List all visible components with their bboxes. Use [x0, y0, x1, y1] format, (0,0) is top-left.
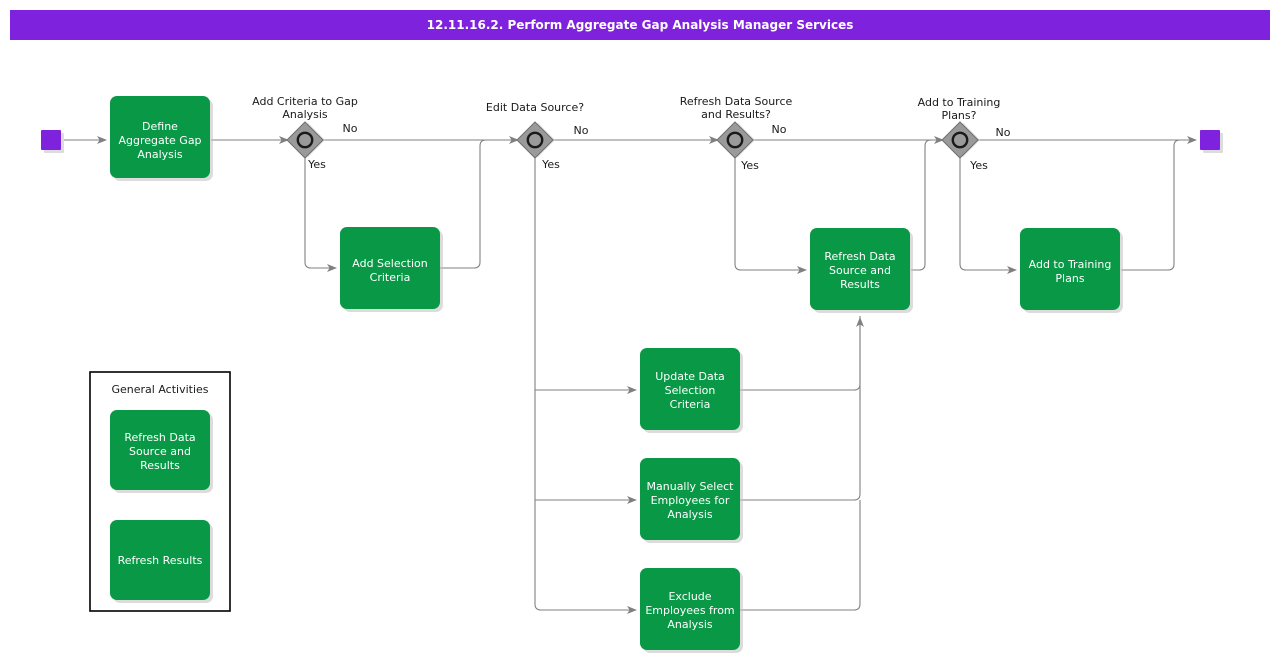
task-exclude-employees[interactable]: Exclude Employees from Analysis: [640, 568, 743, 653]
gateway-label-line: Add Criteria to Gap: [252, 95, 358, 108]
edge-gw4-yes: [959, 157, 1017, 274]
edge-gw1-yes: [304, 157, 337, 272]
task-label-line: Analysis: [667, 618, 713, 631]
edge-exclude-to-merge: [740, 500, 861, 611]
task-label-line: Add to Training: [1029, 258, 1112, 271]
edge-gw2-yes-trunk: [534, 157, 637, 614]
legend-title: General Activities: [111, 383, 208, 396]
start-event[interactable]: [41, 130, 64, 153]
edge-training-return: [1121, 139, 1196, 271]
gateway-branch-no: No: [343, 122, 358, 135]
gateway-label-line: Edit Data Source?: [486, 101, 584, 114]
gateway-branch-yes: Yes: [307, 158, 326, 171]
task-define-aggregate-gap-analysis[interactable]: Define Aggregate Gap Analysis: [110, 96, 213, 181]
gateway-label-line: Add to Training: [918, 96, 1001, 109]
task-label-line: Selection: [665, 384, 716, 397]
edge-manual-to-merge: [740, 390, 861, 501]
legend-item-label-line: Source and: [129, 445, 191, 458]
legend-item-refresh-results[interactable]: Refresh Results: [110, 520, 213, 603]
edge-update-to-merge: [740, 316, 861, 391]
task-update-data-selection-criteria[interactable]: Update Data Selection Criteria: [640, 348, 743, 433]
connector-layer: [64, 136, 1197, 614]
legend-item-label-line: Results: [140, 459, 180, 472]
task-label-line: Define: [142, 120, 178, 133]
task-label-line: Criteria: [370, 271, 411, 284]
task-add-to-training-plans[interactable]: Add to Training Plans: [1020, 228, 1123, 313]
gateway-label-line: Plans?: [942, 109, 977, 122]
gateway-branch-no: No: [574, 124, 589, 137]
task-label-line: Manually Select: [647, 480, 735, 493]
diagram-title-bar: 12.11.16.2. Perform Aggregate Gap Analys…: [10, 10, 1270, 40]
task-label-line: Analysis: [137, 148, 183, 161]
task-label-line: Employees for: [651, 494, 730, 507]
task-label-line: Refresh Data: [824, 250, 895, 263]
task-add-selection-criteria[interactable]: Add Selection Criteria: [340, 227, 443, 312]
legend-general-activities: General Activities Refresh Data Source a…: [89, 371, 231, 612]
gateway-refresh-data-source-and-results[interactable]: Refresh Data Source and Results? No Yes: [680, 95, 793, 172]
edge-refresh-return: [911, 139, 943, 271]
gateway-add-criteria-to-gap-analysis[interactable]: Add Criteria to Gap Analysis No Yes: [252, 95, 358, 171]
gateway-branch-no: No: [772, 123, 787, 136]
task-label-line: Results: [840, 278, 880, 291]
gateway-branch-yes: Yes: [969, 159, 988, 172]
legend-item-label-line: Refresh Results: [118, 554, 203, 567]
gateway-branch-yes: Yes: [740, 159, 759, 172]
gateway-branch-yes: Yes: [541, 158, 560, 171]
gateway-add-to-training-plans[interactable]: Add to Training Plans? No Yes: [918, 96, 1011, 172]
legend-item-label-line: Refresh Data: [124, 431, 195, 444]
task-label-line: Exclude: [668, 590, 711, 603]
task-label-line: Update Data: [655, 370, 725, 383]
end-event[interactable]: [1200, 130, 1223, 153]
gateway-branch-no: No: [996, 126, 1011, 139]
task-label-line: Aggregate Gap: [118, 134, 201, 147]
gateway-label-line: Refresh Data Source: [680, 95, 793, 108]
task-label-line: Criteria: [670, 398, 711, 411]
task-label-line: Analysis: [667, 508, 713, 521]
page-title: 12.11.16.2. Perform Aggregate Gap Analys…: [426, 18, 854, 32]
edge-addselection-return: [440, 139, 518, 269]
task-label-line: Add Selection: [352, 257, 428, 270]
task-label-line: Source and: [829, 264, 891, 277]
task-manually-select-employees[interactable]: Manually Select Employees for Analysis: [640, 458, 743, 543]
task-label-line: Employees from: [645, 604, 734, 617]
gateway-label-line: Analysis: [282, 108, 328, 121]
task-label-line: Plans: [1055, 272, 1084, 285]
legend-item-refresh-data-source-and-results[interactable]: Refresh Data Source and Results: [110, 410, 213, 493]
gateway-edit-data-source[interactable]: Edit Data Source? No Yes: [486, 101, 589, 171]
edge-gw3-yes: [734, 157, 807, 274]
gateway-label-line: and Results?: [701, 108, 771, 121]
task-refresh-data-source-and-results[interactable]: Refresh Data Source and Results: [810, 228, 913, 313]
